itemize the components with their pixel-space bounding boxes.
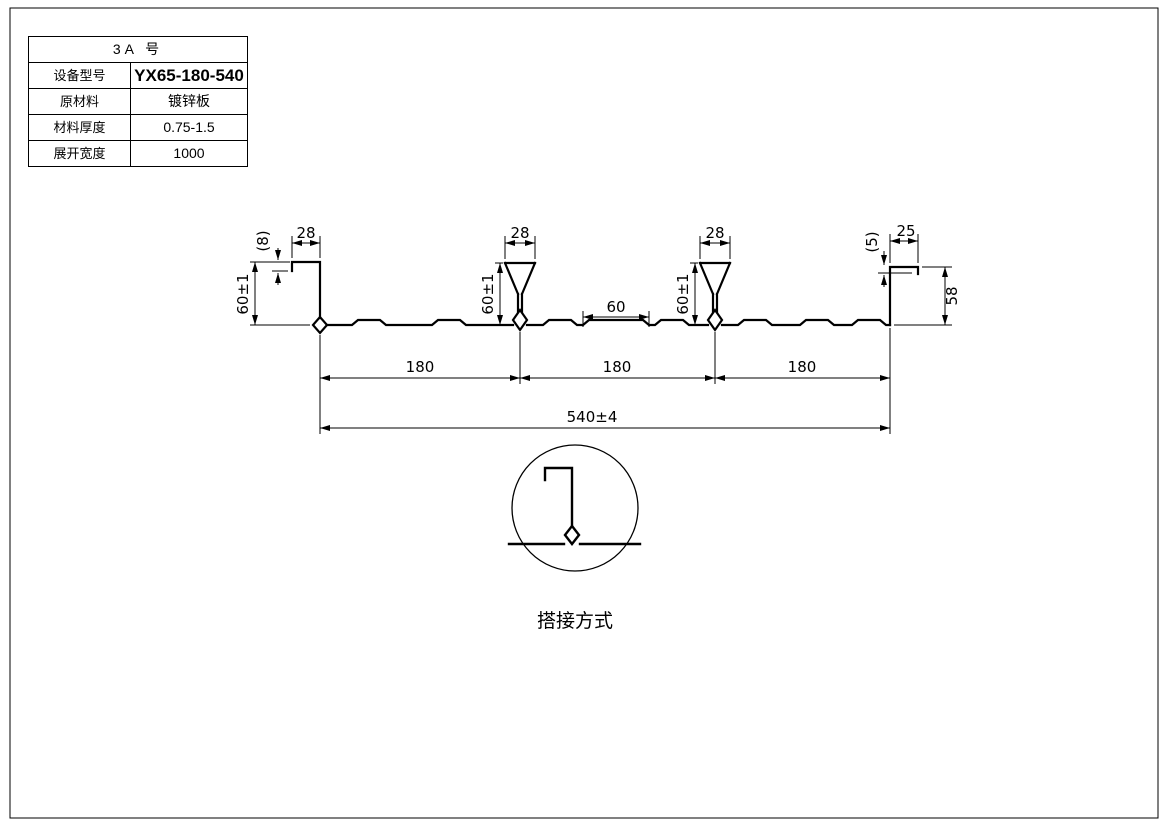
title-block-header: 3A 号	[29, 37, 247, 63]
rib-1	[503, 261, 537, 314]
title-block-row: 材料厚度 0.75-1.5	[29, 115, 247, 141]
dim-overall-label: 540±4	[567, 408, 618, 426]
field-value-thickness: 0.75-1.5	[163, 119, 215, 135]
extension-line	[699, 236, 731, 259]
sheet-border	[9, 7, 1159, 819]
detail-diamond	[563, 524, 581, 546]
field-value-unfolded-width: 1000	[173, 145, 205, 161]
field-value-raw-material: 镀锌板	[168, 93, 210, 109]
dim-flat-label: 60	[606, 298, 625, 316]
dim-rib2-top-label: 28	[705, 224, 724, 242]
extension-line	[319, 328, 891, 434]
detail-caption: 搭接方式	[537, 610, 613, 632]
title-block-row: 原材料 镀锌板	[29, 89, 247, 115]
detail-circle	[511, 444, 639, 572]
extension-line	[291, 236, 321, 258]
detail-hook	[543, 466, 574, 528]
dim-seg1-label: 180	[406, 358, 435, 376]
dim-left-height-label: 60±1	[234, 273, 252, 314]
rib-1-diamond	[511, 308, 529, 332]
lap-joint-detail: 搭接方式	[507, 444, 642, 632]
right-edge-rib	[888, 265, 920, 327]
dim-left-lip-label: (8)	[254, 230, 272, 251]
title-block-row: 设备型号 YX65-180-540	[29, 63, 247, 89]
dim-left-top-label: 28	[296, 224, 315, 242]
left-edge-rib	[290, 260, 322, 320]
dim-rib1-height-label: 60±1	[479, 273, 497, 314]
profile-section	[290, 260, 920, 335]
dim-rib1-top-label: 28	[510, 224, 529, 242]
dim-seg3-label: 180	[788, 358, 817, 376]
dim-right-lip-label: (5)	[863, 231, 881, 252]
left-base-diamond	[311, 315, 329, 335]
dim-rib2-height-label: 60±1	[674, 273, 692, 314]
rib-2	[698, 261, 732, 314]
field-value-model: YX65-180-540	[134, 66, 244, 85]
title-block-row: 展开宽度 1000	[29, 141, 247, 166]
bottom-flange	[325, 318, 892, 327]
rib-2-diamond	[706, 308, 724, 332]
field-label-raw-material: 原材料	[29, 89, 131, 114]
field-label-model: 设备型号	[29, 63, 131, 88]
extension-line	[504, 236, 536, 259]
dim-right-height-label: 58	[943, 286, 961, 305]
field-label-thickness: 材料厚度	[29, 115, 131, 140]
dim-seg2-label: 180	[603, 358, 632, 376]
dimension-annotations: (8) 28 60±1 28 60±1 60 28	[234, 222, 961, 434]
title-block: 3A 号 设备型号 YX65-180-540 原材料 镀锌板 材料厚度 0.75…	[28, 36, 248, 167]
dim-right-top-label: 25	[896, 222, 915, 240]
field-label-unfolded-width: 展开宽度	[29, 141, 131, 166]
